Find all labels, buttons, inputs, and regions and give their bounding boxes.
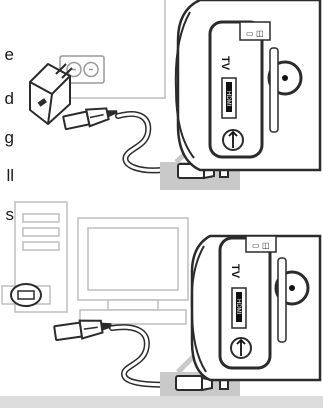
bottom-panel: ▭ ◫ TV HDMI [2,202,320,400]
svg-text:◫: ◫ [262,241,270,250]
text-fragment: d [0,89,14,109]
usb-plug-icon [63,103,119,131]
camcorder-icon: ▭ ◫ TV HDMI [176,0,320,170]
text-fragment: g [0,128,14,148]
svg-text:▭: ▭ [252,241,260,250]
tv-label-top: TV [219,56,231,71]
top-panel: ▭ ◫ TV HDMI [30,0,320,190]
hdmi-label-bottom: HDMI [235,299,241,315]
camcorder-icon: ▭ ◫ TV HDMI [192,236,320,380]
tv-label-bottom: TV [229,264,241,279]
text-fragment: ll [0,166,14,186]
desktop-computer-icon [2,202,188,324]
text-fragment: s [0,205,14,225]
svg-text:▭: ▭ [246,29,254,38]
bottom-band [0,396,323,408]
svg-text:◫: ◫ [256,29,264,38]
hdmi-label-top: HDMI [225,91,231,107]
text-fragment: e [0,45,14,65]
